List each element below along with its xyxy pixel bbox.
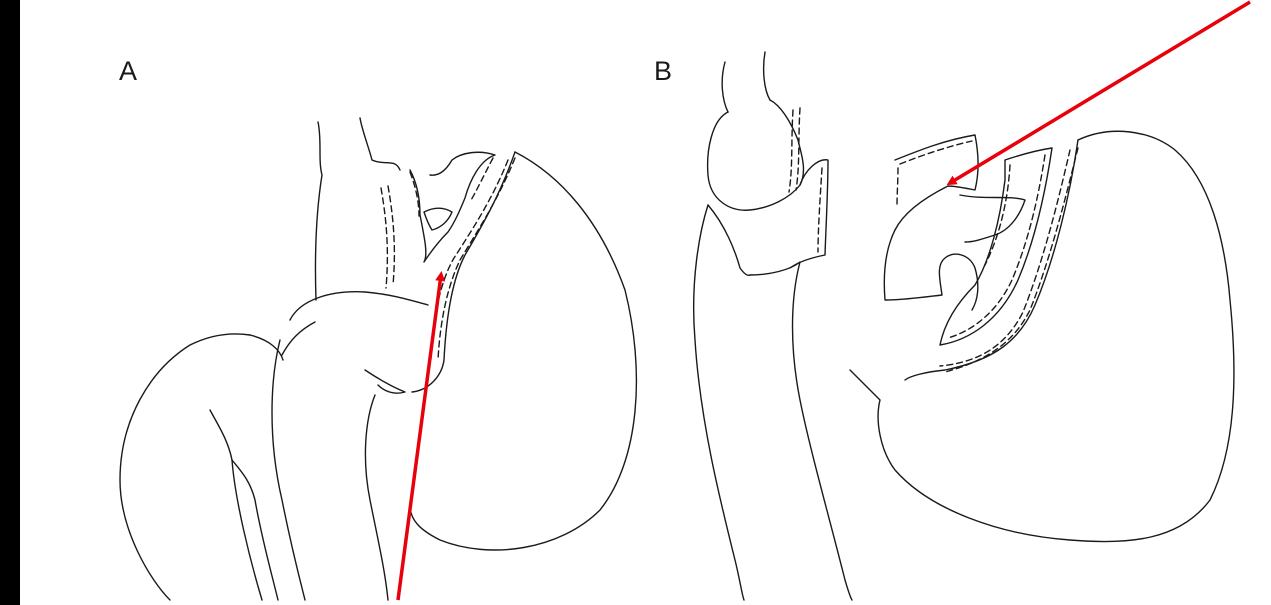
- panel-b-stomach-staple-line-outer: [945, 148, 1078, 372]
- panel-b-illustration: [694, 52, 1234, 600]
- panel-a-flap-inner: [424, 208, 452, 230]
- panel-label-b: B: [654, 58, 672, 85]
- panel-b-jejunal-limb-fold: [708, 205, 750, 275]
- panel-b-jejunal-limb-pouch: [790, 160, 828, 268]
- panel-a-bowel-loop-inner: [232, 460, 278, 600]
- panel-b-inner-strip-dashed-2: [985, 165, 1010, 265]
- panel-a-jejunal-loop: [282, 292, 428, 393]
- panel-b-remnant-flap: [884, 135, 978, 310]
- panel-a-flap: [410, 152, 495, 262]
- panel-a-staple-line-outer: [438, 158, 515, 360]
- panel-b-arrow: [950, 2, 1250, 183]
- panel-b-esophagus: [722, 52, 770, 112]
- panel-b-esophagus-stapled-edge: [789, 108, 800, 192]
- panel-a-jejunal-limb-outer: [272, 340, 305, 600]
- panel-a-jejunal-limb-inner: [365, 395, 388, 600]
- panel-a-bowel-loop-outer: [120, 334, 250, 600]
- panel-a-illustration: [120, 118, 636, 600]
- panel-b-stomach-edge: [905, 140, 1078, 380]
- panel-b-jejunal-limb-outer: [694, 205, 744, 600]
- panel-label-a: A: [119, 58, 137, 85]
- panel-b-jejunal-stapled-edge: [818, 168, 822, 252]
- panel-a-bowel-loop-mid: [210, 335, 283, 600]
- panel-b-stomach-outline: [850, 131, 1234, 541]
- panel-b-esophagus-upper-segment: [708, 100, 804, 210]
- panel-a-esophagus-stapled-edge: [381, 186, 394, 288]
- panel-b-remnant-tissue: [960, 195, 1025, 242]
- panel-a-staple-line-inner: [431, 160, 508, 358]
- panel-a-arrow: [398, 275, 441, 600]
- panel-a-stomach-edge: [412, 152, 515, 392]
- annotation-arrows: [398, 2, 1250, 600]
- panel-b-jejunal-limb-inner: [750, 262, 852, 600]
